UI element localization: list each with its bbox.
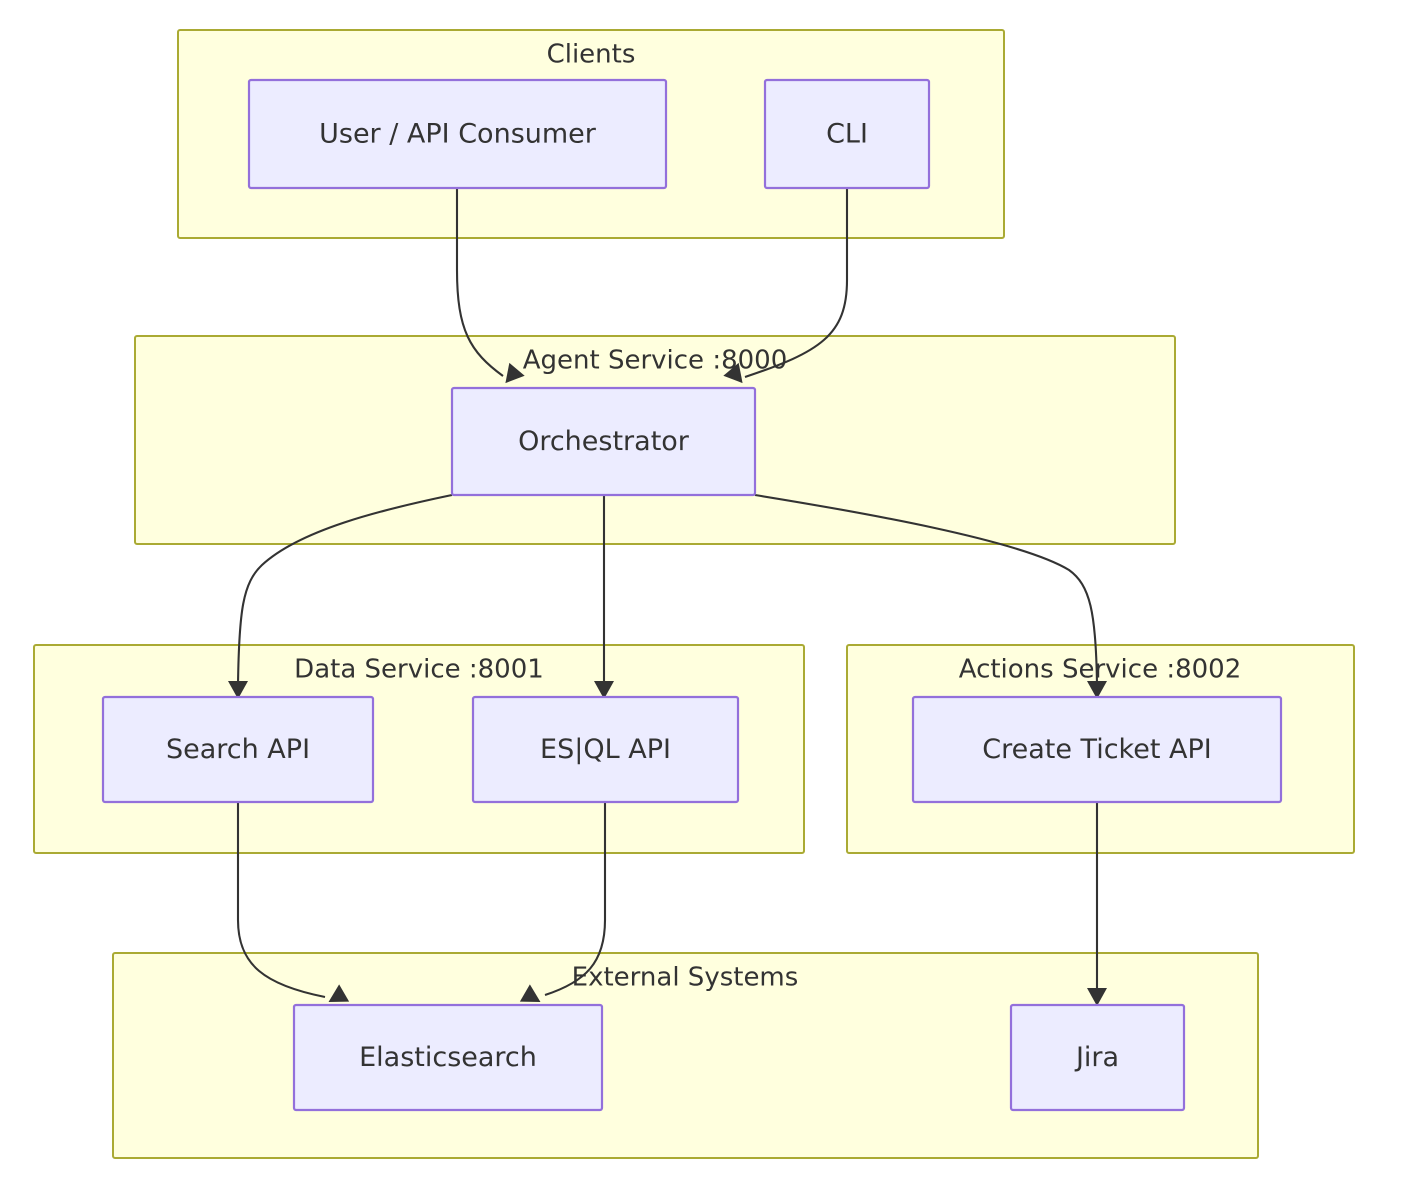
- edge-layer: [228, 188, 1107, 1006]
- edge-esql-to-es: [544, 802, 607, 996]
- node-box-jira[interactable]: [1009, 1003, 1186, 1112]
- cluster-label-external_systems: External Systems: [572, 963, 799, 993]
- node-box-cli[interactable]: [763, 78, 931, 190]
- node-label-ticket: Create Ticket API: [982, 734, 1211, 765]
- node-box-orch[interactable]: [450, 386, 757, 497]
- cluster-label-data_service: Data Service :8001: [294, 655, 544, 685]
- node-label-esql: ES|QL API: [540, 734, 671, 765]
- node-box-ticket[interactable]: [911, 695, 1283, 804]
- node-ticket[interactable]: Create Ticket API: [911, 695, 1283, 804]
- arrow-triangle-icon: [594, 681, 614, 699]
- arrowhead-icon: [228, 681, 248, 699]
- node-box-es[interactable]: [292, 1003, 604, 1112]
- node-user[interactable]: User / API Consumer: [247, 78, 668, 190]
- node-cli[interactable]: CLI: [763, 78, 931, 190]
- node-esql[interactable]: ES|QL API: [471, 695, 740, 804]
- arrow-triangle-icon: [328, 984, 350, 1002]
- arrowhead-icon: [328, 984, 350, 1002]
- node-es[interactable]: Elasticsearch: [292, 1003, 604, 1112]
- node-box-esql[interactable]: [471, 695, 740, 804]
- arrow-triangle-icon: [1087, 988, 1107, 1006]
- arrowhead-icon: [519, 984, 541, 1002]
- node-layer: User / API Consumer CLI OrchestratorSearch…: [101, 78, 1283, 1112]
- arrow-triangle-icon: [723, 362, 743, 384]
- edge-orch-to-search: [236, 493, 453, 686]
- node-orch[interactable]: Orchestrator: [450, 386, 757, 497]
- arrowhead-icon: [1087, 681, 1107, 699]
- cluster-label-agent_service: Agent Service :8000: [523, 346, 788, 376]
- node-label-user: User / API Consumer: [319, 119, 597, 150]
- arrowhead-icon: [594, 681, 614, 699]
- arrowhead-icon: [505, 362, 525, 384]
- edge-orch-to-ticket: [754, 493, 1099, 686]
- arrow-triangle-icon: [505, 362, 525, 384]
- arrowhead-icon: [723, 362, 743, 384]
- arrow-triangle-icon: [519, 984, 541, 1002]
- arrow-triangle-icon: [1087, 681, 1107, 699]
- node-box-search[interactable]: [101, 695, 375, 804]
- node-box-user[interactable]: [247, 78, 668, 190]
- arrow-triangle-icon: [228, 681, 248, 699]
- edge-user-to-orch: [455, 188, 504, 377]
- edge-search-to-es: [236, 802, 326, 999]
- node-jira[interactable]: Jira: [1009, 1003, 1186, 1112]
- node-label-cli: CLI: [826, 119, 868, 150]
- cluster-label-clients: Clients: [547, 40, 636, 70]
- node-search[interactable]: Search API: [101, 695, 375, 804]
- cluster-label-actions_service: Actions Service :8002: [959, 655, 1242, 685]
- node-label-orch: Orchestrator: [518, 426, 690, 457]
- edge-cli-to-orch: [744, 188, 849, 378]
- node-label-jira: Jira: [1074, 1042, 1119, 1073]
- node-label-search: Search API: [166, 734, 310, 765]
- node-label-es: Elasticsearch: [359, 1042, 537, 1073]
- arrowhead-icon: [1087, 988, 1107, 1006]
